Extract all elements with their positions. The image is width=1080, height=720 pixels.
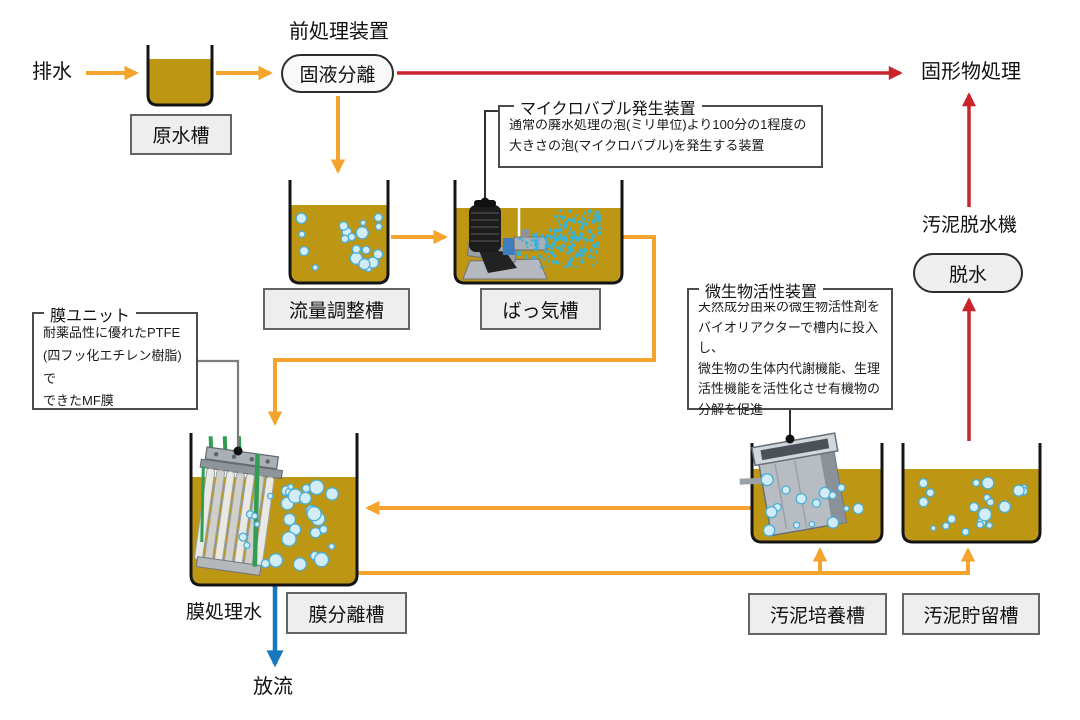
microbubble-mist-trail — [516, 232, 563, 260]
bubbles — [238, 209, 1029, 572]
callout-microbubble-title: マイクロバブル発生装置 — [514, 95, 702, 119]
label-membrane-separation-tank: 膜分離槽 — [286, 592, 407, 634]
bubbles-sludge-culture — [760, 473, 865, 537]
membrane-unit-device — [194, 436, 284, 577]
callout-membrane-unit-body: 耐薬品性に優れたPTFE (四フッ化エチレン樹脂)で できたMF膜 — [43, 325, 182, 409]
leader-dot-microbubble — [480, 197, 490, 207]
callout-microbubble-generator: マイクロバブル発生装置 通常の廃水処理の泡(ミリ単位)より100分の1程度の 大… — [498, 95, 823, 168]
label-flow-equalization-tank: 流量調整槽 — [263, 288, 410, 330]
microbubble-mist-upper — [548, 209, 602, 244]
membrane-tubes — [194, 468, 275, 569]
callout-bio-activator-title: 微生物活性装置 — [699, 278, 824, 302]
label-solids-disposal: 固形物処理 — [921, 61, 1021, 83]
arrow-membrane-to-storage-tank — [357, 547, 976, 575]
callout-bio-activator: 微生物活性装置 天然成分由来の微生物活性剤を バイオリアクターで槽内に投入し、 … — [687, 278, 893, 417]
bubbles-flow-equalization — [295, 212, 384, 273]
label-aeration-tank: ばっ気槽 — [480, 288, 601, 330]
callout-leaders — [197, 110, 795, 456]
bubbles-membrane-near-unit — [238, 510, 261, 549]
leader-membrane-unit — [197, 359, 240, 447]
flow-arrows — [86, 65, 976, 668]
label-sludge-dewatering-machine: 汚泥脱水機 — [922, 215, 1018, 236]
callout-membrane-unit: 膜ユニット 耐薬品性に優れたPTFE (四フッ化エチレン樹脂)で できたMF膜 — [32, 302, 198, 410]
bubbles-membrane-separation — [260, 479, 339, 572]
label-pretreatment: 前処理装置 — [289, 21, 389, 43]
raw-water-tank — [146, 45, 214, 107]
leader-dot-bio-activator — [785, 434, 795, 444]
label-wastewater: 排水 — [32, 61, 72, 83]
callout-bio-activator-body: 天然成分由来の微生物活性剤を バイオリアクターで槽内に投入し、 微生物の生体内代… — [698, 299, 881, 417]
arrow-aeration-to-membrane-tank — [267, 235, 656, 426]
label-discharge: 放流 — [253, 676, 293, 698]
leader-dot-membrane-unit — [233, 446, 243, 456]
label-sludge-culture-tank: 汚泥培養槽 — [748, 593, 887, 635]
label-sludge-storage-tank: 汚泥貯留槽 — [902, 593, 1040, 635]
label-raw-water-tank: 原水槽 — [130, 114, 232, 155]
label-membrane-treated-water: 膜処理水 — [186, 602, 263, 623]
callout-microbubble-body: 通常の廃水処理の泡(ミリ単位)より100分の1程度の 大きさの泡(マイクロバブル… — [509, 117, 807, 153]
node-dewatering: 脱水 — [913, 253, 1023, 293]
leader-microbubble — [484, 110, 498, 198]
callout-membrane-unit-title: 膜ユニット — [44, 302, 137, 326]
bioreactor-device — [739, 432, 848, 537]
node-solid-liquid-separation: 固液分離 — [281, 54, 394, 93]
bubbles-sludge-storage — [918, 476, 1029, 537]
aerator-motor-ribs — [471, 212, 499, 242]
